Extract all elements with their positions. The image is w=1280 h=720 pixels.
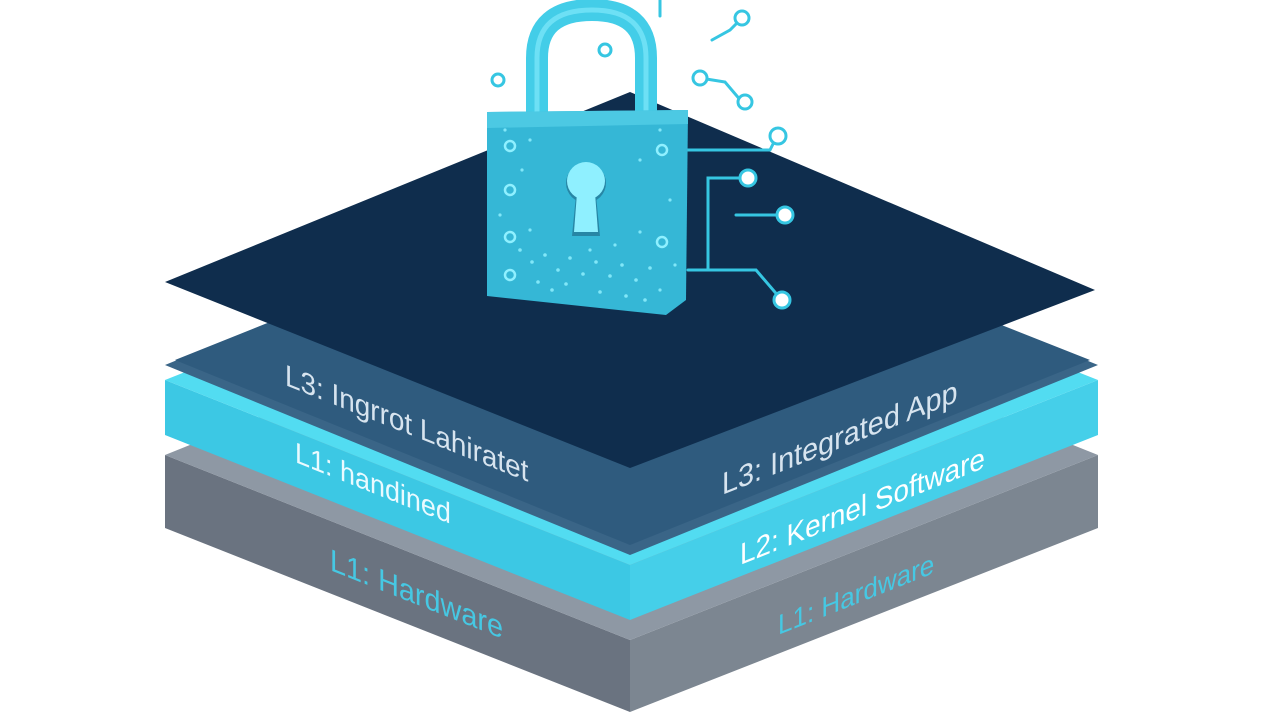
padlock-speckles xyxy=(498,128,677,302)
kernel-layer-side-right xyxy=(630,380,1098,620)
hardware-layer-side-left xyxy=(165,455,630,712)
padlock-icon xyxy=(487,0,688,315)
circuit-traces-icon xyxy=(490,0,795,310)
kernel-layer-side-left xyxy=(165,380,630,620)
hardware-layer-side-right xyxy=(630,455,1098,712)
